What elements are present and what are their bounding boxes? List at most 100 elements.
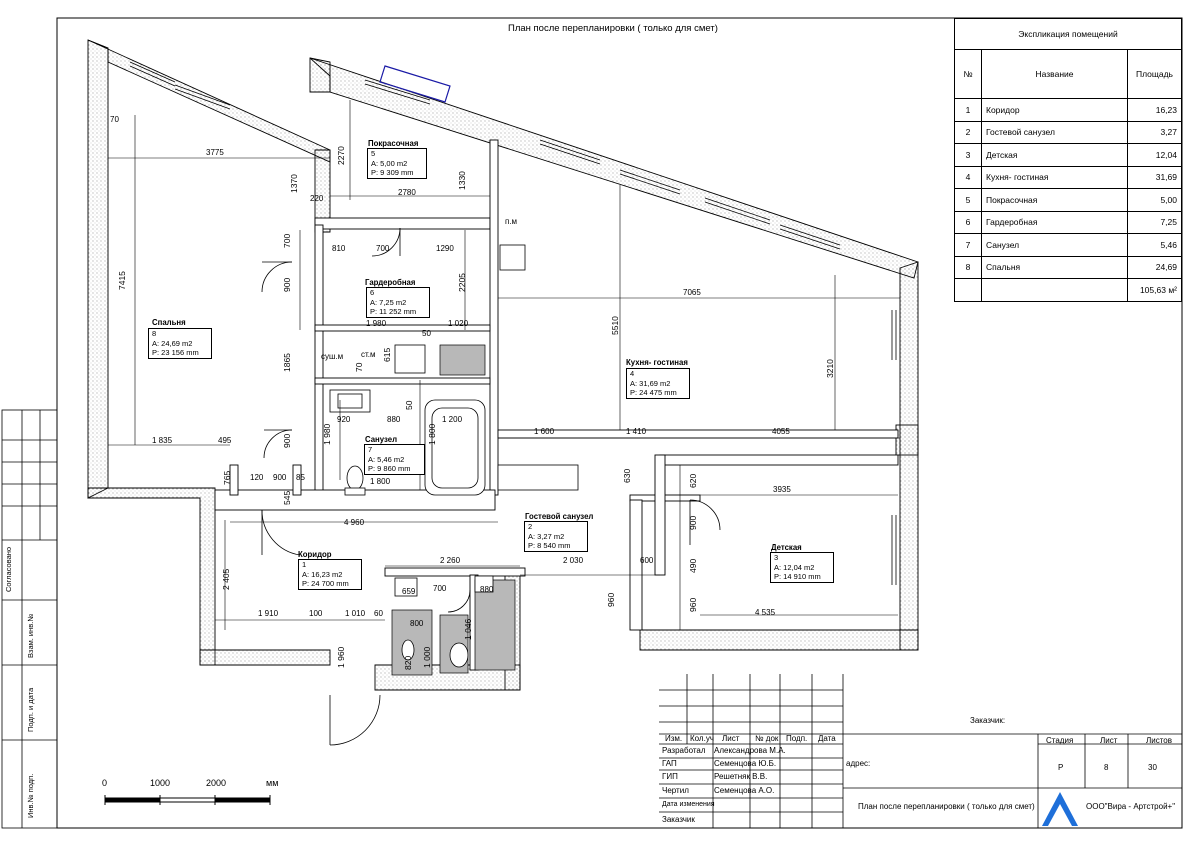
dim-label: 4055 [772, 427, 790, 436]
tb-col: Подп. [786, 734, 808, 743]
customer-label: Заказчик: [970, 716, 1006, 725]
explication-table: Экспликация помещений № Название Площадь… [954, 18, 1182, 302]
row-no: 2 [954, 120, 982, 144]
dim-label: 1 800 [370, 477, 391, 486]
label-pm: п.м [505, 217, 518, 226]
room-name-bath: Санузел [365, 435, 398, 444]
tb-role: Дата изменения [662, 801, 715, 808]
dim-label: 700 [433, 584, 447, 593]
dim-label: 7065 [683, 288, 701, 297]
row-name: Гардеробная [981, 210, 1128, 234]
dim-label: 220 [310, 194, 324, 203]
room-perimeter: P: 23 156 mm [152, 348, 199, 357]
room-name-corridor: Коридор [298, 550, 332, 559]
dim-label: 100 [309, 609, 323, 618]
dim-label: 4 535 [755, 608, 776, 617]
dim-label: 800 [410, 619, 424, 628]
sheet-name: План после перепланировки ( только для с… [858, 802, 1035, 811]
row-area: 31,69 [1127, 165, 1182, 189]
label-sush: суш.м [321, 352, 344, 361]
dim-label: 2205 [457, 273, 467, 292]
room-name-kitchen: Кухня- гостиная [626, 358, 688, 367]
row-no: 3 [954, 143, 982, 167]
room-area: A: 31,69 m2 [630, 378, 671, 388]
tb-col: Лист [722, 734, 740, 743]
col-header-no: № [954, 49, 982, 99]
stage-value: 8 [1104, 763, 1109, 772]
scale-unit: мм [266, 778, 279, 788]
room-area: A: 5,46 m2 [368, 454, 405, 464]
dim-label: 920 [337, 415, 351, 424]
dim-label: 1 410 [626, 427, 647, 436]
dim-label: 900 [688, 515, 698, 530]
dim-label: 1330 [457, 171, 467, 190]
room-area: A: 16,23 m2 [302, 569, 343, 579]
interior-walls [214, 139, 899, 671]
tb-col: № док [755, 734, 779, 743]
stage-value: 30 [1148, 763, 1157, 772]
dim-label: 7415 [117, 271, 127, 290]
room-perimeter: P: 9 860 mm [368, 464, 411, 473]
row-area: 24,69 [1127, 255, 1182, 279]
room-name-kids: Детская [771, 543, 802, 552]
row-no: 7 [954, 233, 982, 257]
room-name-wardrobe: Гардеробная [365, 278, 416, 287]
dim-label: 2270 [336, 146, 346, 165]
dim-label: 880 [480, 585, 494, 594]
room-area: A: 5,00 m2 [371, 158, 408, 168]
stamp-label: Согласовано [4, 546, 13, 592]
tb-col: Дата [818, 734, 836, 743]
row-area: 3,27 [1127, 120, 1182, 144]
scale-tick: 1000 [150, 778, 171, 788]
dim-label: 659 [402, 587, 416, 596]
dim-label: 820 [403, 655, 413, 670]
dim-label: 880 [387, 415, 401, 424]
room-perimeter: P: 11 252 mm [370, 307, 417, 316]
row-area: 16,23 [1127, 98, 1182, 122]
wet-zones [391, 344, 516, 676]
row-name: Детская [981, 143, 1128, 167]
dim-label: 1 000 [422, 646, 432, 668]
dimension-lines [108, 100, 900, 630]
scale-bar [104, 795, 271, 805]
room-area: A: 12,04 m2 [774, 562, 815, 572]
dim-label: 960 [606, 592, 616, 607]
room-no: 6 [370, 288, 375, 297]
dim-label: 1 835 [152, 436, 173, 445]
room-perimeter: P: 9 309 mm [371, 168, 414, 177]
dim-label: 1865 [282, 353, 292, 372]
dim-label: 1 980 [322, 423, 332, 445]
tb-role: ГИП [662, 772, 678, 781]
explication-caption: Экспликация помещений [954, 18, 1182, 50]
tb-role: Чертил [662, 786, 689, 795]
col-header-area: Площадь [1127, 49, 1182, 99]
scale-tick: 2000 [206, 778, 227, 788]
room-no: 4 [630, 369, 635, 378]
dim-label: 2780 [398, 188, 416, 197]
row-name: Гостевой санузел [981, 120, 1128, 144]
dim-label: 490 [688, 558, 698, 573]
dim-label: 120 [250, 473, 264, 482]
company-name: ООО"Вира - Артстрой+" [1086, 802, 1176, 811]
row-area: 5,00 [1127, 188, 1182, 212]
dim-label: 70 [354, 362, 364, 372]
dim-label: 4 960 [344, 518, 365, 527]
dim-label: 2 030 [563, 556, 584, 565]
tb-role: Разработал [662, 746, 706, 755]
room-no: 8 [152, 329, 157, 338]
total-area: 105,63 м² [1127, 278, 1182, 302]
row-no: 1 [954, 98, 982, 122]
room-no: 5 [371, 149, 376, 158]
dim-label: 1 910 [258, 609, 279, 618]
dim-label: 700 [376, 244, 390, 253]
stamp-label: Взам. инв.№ [26, 613, 35, 658]
tb-person: Семенцова Ю.Б. [714, 759, 777, 768]
